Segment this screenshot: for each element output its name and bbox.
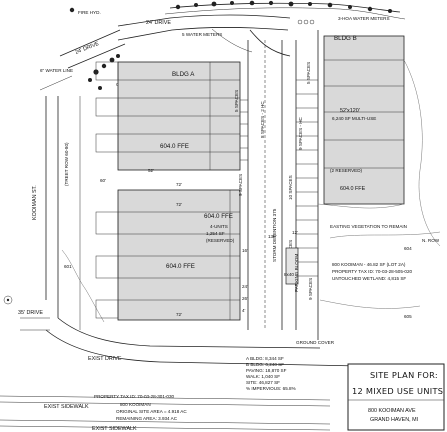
water-meters-5-label: 5 WATER METERS (182, 32, 222, 37)
parking-aisle (247, 30, 319, 340)
building-b-size: 52'x120' (340, 108, 360, 114)
kooiman-street (45, 96, 81, 330)
area-row-5: SITE: 46,827 SF (246, 380, 280, 385)
drive-24-top-label: 24' DRIVE (146, 20, 171, 26)
dim-72-a: 72' (176, 182, 182, 187)
exist-sidewalks (0, 395, 331, 431)
dim-26: 26' (242, 296, 248, 301)
dim-60: 60' (100, 178, 106, 183)
dim-72-b: 72' (176, 202, 182, 207)
building-a2 (117, 189, 241, 321)
parking-5-spaces: 5 SPACES (234, 90, 239, 112)
property-800-line-3: UNTOUCHED WETLAND: 4,815 SF (332, 276, 406, 281)
building-a2-note-2: 1,254 SF (206, 231, 225, 236)
original-site-label: ORIGINAL SITE AREA = 4.918 AC (116, 409, 187, 414)
building-a-ffe: 604.0 FFE (160, 143, 189, 150)
building-a2-partitions (118, 190, 240, 320)
water-meters-top (297, 19, 315, 25)
building-b-label: BLDG B (334, 35, 357, 42)
tax-id-bottom: PROPERTY TAX ID: 70-03-28-301-030 (94, 394, 175, 399)
drive-24-left-label: 24' DRIVE (75, 41, 101, 56)
property-800-line-1: 800 KOOIMAN - 46.82 SF (LOT 2A) (332, 262, 406, 267)
drive-35-label: 35' DRIVE (18, 310, 43, 316)
area-row-3: PAVING: 18,870 SF (246, 368, 287, 373)
building-a-patios (95, 61, 119, 153)
parking-5-spaces-b: 5 SPACES (306, 62, 311, 84)
monument-icon (3, 295, 13, 305)
area-row-2: B BLDG: 6,240 SF (246, 362, 284, 367)
contour-601-label: 601 (64, 264, 72, 269)
water-meters-label: 3-HOA WATER METERS (338, 16, 390, 21)
building-b (323, 35, 405, 205)
easting-vegetation-label: EASTING VEGETATION TO REMAIN (330, 224, 407, 229)
building-a2-note-1: 4-UNITS (210, 224, 228, 229)
parking-9-spaces: 9 SPACES (238, 174, 243, 196)
exist-drive-label: EXIST DRIVE (88, 356, 122, 362)
exist-sidewalk-1: EXIST SIDEWALK (44, 404, 89, 410)
property-800-line-2: PROPERTY TAX ID: 70-03-28-505-020 (332, 269, 413, 274)
ground-cover-label: GROUND COVER (296, 340, 335, 345)
parking-10-spaces: 10 SPACES (288, 175, 293, 200)
dim-12: 12' (292, 230, 298, 235)
storm-detention-label: STORM DETENTION 375 (272, 208, 277, 262)
water-line-label: 6" WATER LINE (40, 68, 73, 73)
fire-hydrant-label: FIRE HYD. (78, 10, 101, 15)
tree-line-top (164, 0, 406, 20)
building-b-reserved: (2 RESERVED) (330, 168, 363, 173)
building-b-sf: 6,240 SF MULTI-USE (332, 116, 376, 121)
building-a2-ffe-lower: 604.0 FFE (166, 263, 195, 270)
parking-stalls-right (296, 79, 318, 277)
building-a-label: BLDG A (172, 71, 195, 78)
building-a-partitions (118, 62, 240, 170)
address-line-1: 800 KOOIMAN AVE (368, 408, 416, 414)
building-b-partitions (324, 59, 404, 169)
parking-bloom-area (285, 247, 299, 285)
dim-16: 16' (242, 248, 248, 253)
parking-8-spaces-2hc: 8 SPACES - 2 HC (260, 101, 265, 138)
kooiman-800-label: 800 KOOIMAN (120, 402, 151, 407)
parking-9-spaces-b: 9 SPACES (308, 278, 313, 300)
area-table: A BLDG: 8,344 SF B BLDG: 6,240 SF PAVING… (246, 356, 296, 391)
exist-sidewalk-2: EXIST SIDEWALK (92, 426, 137, 432)
fire-hydrant-icon (69, 7, 75, 13)
parking-stalls-left (240, 99, 248, 161)
dim-4: 4' (242, 308, 246, 313)
dim-52: 52' (148, 168, 154, 173)
parking-bloom-label: PARKING BLOOM (294, 254, 299, 292)
title-block (347, 363, 445, 431)
parking-9-spaces-hc: 9 SPACES - HC (298, 116, 303, 150)
title-line-1: SITE PLAN FOR: (370, 370, 438, 380)
dim-138: 138' (268, 234, 277, 239)
area-row-6: % IMPERVIOUS: 65.8% (246, 386, 296, 391)
building-a2-note-3: (RESERVED) (206, 238, 235, 243)
dim-8x40: 8x40 (284, 272, 294, 277)
kooiman-street-label: KOOIMAN ST. (32, 185, 38, 220)
dim-24: 24' (242, 284, 248, 289)
remaining-area-label: REMAINING AREA: 3.934 AC (116, 416, 178, 421)
title-line-2: 12 MIXED USE UNITS (352, 386, 443, 396)
drive-left-diagonal (39, 29, 126, 91)
address-line-2: GRAND HAVEN, MI (370, 417, 418, 423)
drive-top (117, 14, 291, 57)
building-a2-ffe-upper: 604.0 FFE (204, 213, 233, 220)
area-row-4: WALK: 1,040 SF (246, 374, 280, 379)
building-b-ffe: 604.0 FFE (340, 186, 366, 192)
area-row-1: A BLDG: 8,344 SF (246, 356, 284, 361)
n-row-label: N. ROW (422, 238, 440, 243)
kooiman-row-label: (TREET ROW 60-80) (64, 142, 69, 186)
contour-605-label: 605 (404, 314, 412, 319)
building-a2-patios (95, 211, 119, 319)
contour-604-label: 604 (404, 246, 412, 251)
dim-72-c: 72' (176, 312, 182, 317)
exist-drive (20, 317, 361, 367)
